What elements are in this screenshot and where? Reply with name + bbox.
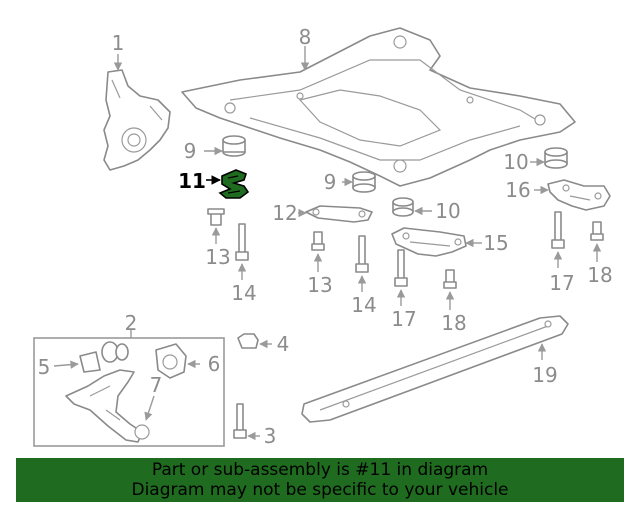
callout-10a: 10 [503,150,528,174]
callout-17a: 17 [391,307,416,331]
bushing-6-part[interactable] [155,343,187,379]
callout-13b: 13 [307,273,332,297]
link-12-part[interactable] [305,205,373,223]
reinforcement-19-part[interactable] [301,315,569,423]
callout-15: 15 [483,231,508,255]
callout-5: 5 [38,355,51,379]
bolt-17b-part[interactable] [551,211,565,249]
callout-17b: 17 [549,271,574,295]
bracket-11-part[interactable] [218,169,250,199]
bushing-10b-part[interactable] [392,197,414,217]
bushing-9b-part[interactable] [352,171,376,193]
bolt-3-part[interactable] [233,403,247,439]
subframe-part[interactable] [181,27,576,187]
callout-16: 16 [505,178,530,202]
callout-14a: 14 [231,281,256,305]
banner-line-2: Diagram may not be specific to your vehi… [131,480,509,500]
bolt-18a-part[interactable] [443,269,457,289]
bolt-14b-part[interactable] [355,235,369,273]
callout-18a: 18 [441,311,466,335]
callout-7: 7 [150,373,163,397]
callout-10b: 10 [435,199,460,223]
bushing-9a-part[interactable] [222,135,246,157]
assembly-2-frame [33,337,225,447]
callout-13a: 13 [205,245,230,269]
callout-3: 3 [264,424,277,448]
bushing-10a-part[interactable] [544,147,568,169]
callout-11: 11 [178,169,206,193]
callout-9b: 9 [324,170,337,194]
callout-9a: 9 [184,139,197,163]
callout-6: 6 [208,352,221,376]
callout-8: 8 [299,25,312,49]
bolt-13a-part[interactable] [207,208,225,226]
bolt-17a-part[interactable] [394,249,408,287]
info-banner: Part or sub-assembly is #11 in diagram D… [16,458,624,502]
brace-15-part[interactable] [391,227,467,257]
bracket-16-part[interactable] [547,179,611,211]
bolt-18b-part[interactable] [590,221,604,241]
callout-2: 2 [125,311,138,335]
banner-line-1: Part or sub-assembly is #11 in diagram [151,460,489,480]
steering-knuckle-part[interactable] [103,69,171,171]
callout-19: 19 [532,363,557,387]
bolt-14a-part[interactable] [235,223,249,261]
callout-18b: 18 [587,263,612,287]
callout-1: 1 [112,31,125,55]
callout-14b: 14 [351,293,376,317]
lower-control-arm-part[interactable] [65,369,150,443]
callout-4: 4 [277,332,290,356]
bushing-5-part[interactable] [79,341,129,373]
nut-4-part[interactable] [237,333,259,349]
bolt-13b-part[interactable] [311,231,325,251]
callout-12: 12 [272,201,297,225]
